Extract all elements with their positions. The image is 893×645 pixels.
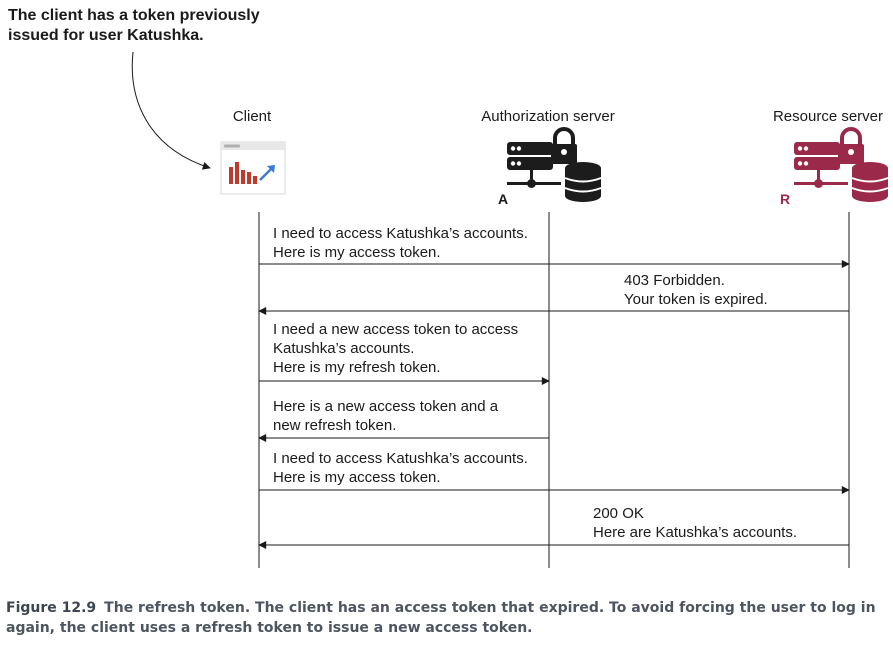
message-1-line-1: I need to access Katushka’s accounts. [273, 225, 528, 242]
message-3-line-1: I need a new access token to access [273, 321, 519, 338]
message-3-line-3: Here is my refresh token. [273, 359, 441, 376]
message-3-label: I need a new access token to access Katu… [273, 320, 518, 377]
message-6-line-2: Here are Katushka’s accounts. [593, 524, 798, 541]
annotation-arrow [131, 51, 211, 170]
authorization-server-marker: A [498, 191, 508, 207]
figure-number: Figure 12.9 [6, 600, 97, 616]
message-1-line-2: Here is my access token. [273, 244, 441, 261]
message-2-label: 403 Forbidden. Your token is expired. [624, 271, 768, 309]
annotation-line-1: The client has a token previously [8, 7, 260, 24]
message-6-line-1: 200 OK [593, 505, 644, 522]
message-4-line-1: Here is a new access token and a [273, 398, 499, 415]
resource-server-label: Resource server [772, 108, 884, 125]
client-label: Client [232, 108, 272, 125]
authorization-server-icon [507, 127, 602, 202]
browser-icon [220, 141, 286, 195]
authorization-server-label: Authorization server [481, 108, 615, 125]
message-2-line-1: 403 Forbidden. [624, 272, 725, 289]
message-1-label: I need to access Katushka’s accounts. He… [273, 224, 528, 262]
message-3-line-2: Katushka’s accounts. [273, 340, 415, 357]
message-4-line-2: new refresh token. [273, 417, 397, 434]
resource-server-icon [794, 127, 889, 202]
resource-server-marker: R [780, 191, 790, 207]
message-5-line-1: I need to access Katushka’s accounts. [273, 450, 528, 467]
annotation-note: The client has a token previously issued… [8, 6, 260, 46]
caption-text: The refresh token. The client has an acc… [6, 600, 876, 636]
message-4-label: Here is a new access token and a new ref… [273, 397, 498, 435]
message-5-label: I need to access Katushka’s accounts. He… [273, 449, 528, 487]
message-2-line-2: Your token is expired. [624, 291, 768, 308]
message-6-label: 200 OK Here are Katushka’s accounts. [593, 504, 797, 542]
annotation-line-2: issued for user Katushka. [8, 27, 204, 44]
message-5-line-2: Here is my access token. [273, 469, 441, 486]
